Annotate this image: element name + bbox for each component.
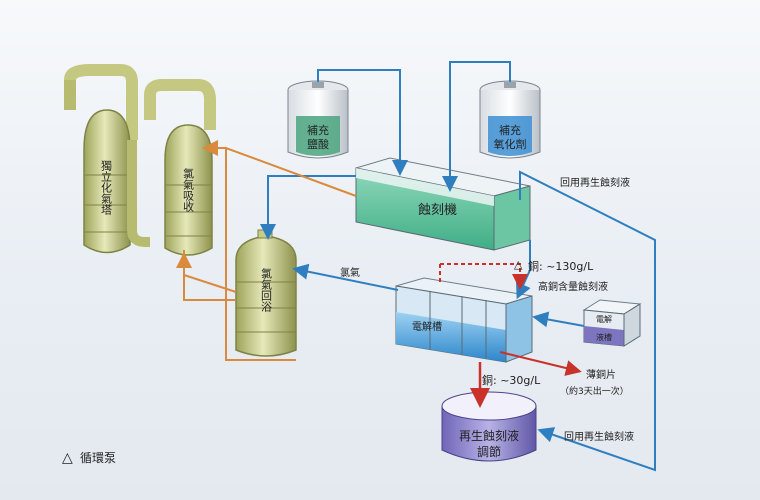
chlorine-gas-label: 氯氣 xyxy=(340,266,360,279)
copper-low-label: 銅: ~30g/L xyxy=(482,373,541,387)
pump-legend-icon: △ xyxy=(62,450,73,466)
small-tank-label: 電解 xyxy=(596,314,612,324)
copper-high-label: 銅: ~130g/L xyxy=(528,259,594,273)
hcl-label-2: 鹽酸 xyxy=(307,137,329,151)
regen-label: 再生蝕刻液 xyxy=(459,428,519,443)
pump-legend-label: 循環泵 xyxy=(80,451,116,465)
hcl-label-1: 補充 xyxy=(307,123,329,137)
recycle-bottom-label: 回用再生蝕刻液 xyxy=(564,430,634,443)
small-tank-label-2: 液槽 xyxy=(596,332,612,342)
electrolyzer-label: 電解槽 xyxy=(412,320,442,333)
oxidizer-label-1: 補充 xyxy=(499,123,521,137)
pipes xyxy=(176,61,656,472)
small-tank xyxy=(582,299,642,347)
pump-symbol-1: △ xyxy=(514,258,523,271)
independent-tower-label: 獨立化氣塔 xyxy=(100,159,113,216)
chlorine-bath-label: 氯氣回浴 xyxy=(260,267,273,313)
recycle-top-label: 回用再生蝕刻液 xyxy=(560,176,630,189)
chlorine-absorb-tower xyxy=(127,79,216,256)
high-copper-liquid-label: 高銅含量蝕刻液 xyxy=(538,280,608,293)
thin-copper-freq-label: （約3天出一次） xyxy=(560,385,629,397)
electrolyzer xyxy=(395,277,533,363)
chlorine-absorb-label: 氯氣吸收 xyxy=(182,167,195,213)
thin-copper-label: 薄銅片 xyxy=(586,368,616,381)
regen-sub-label: 調節 xyxy=(477,444,501,459)
hcl-drum xyxy=(287,80,349,159)
independent-tower xyxy=(64,64,138,254)
oxidizer-label-2: 氧化劑 xyxy=(494,137,527,151)
etcher-label: 蝕刻機 xyxy=(418,203,457,218)
oxidizer-drum xyxy=(479,80,541,159)
